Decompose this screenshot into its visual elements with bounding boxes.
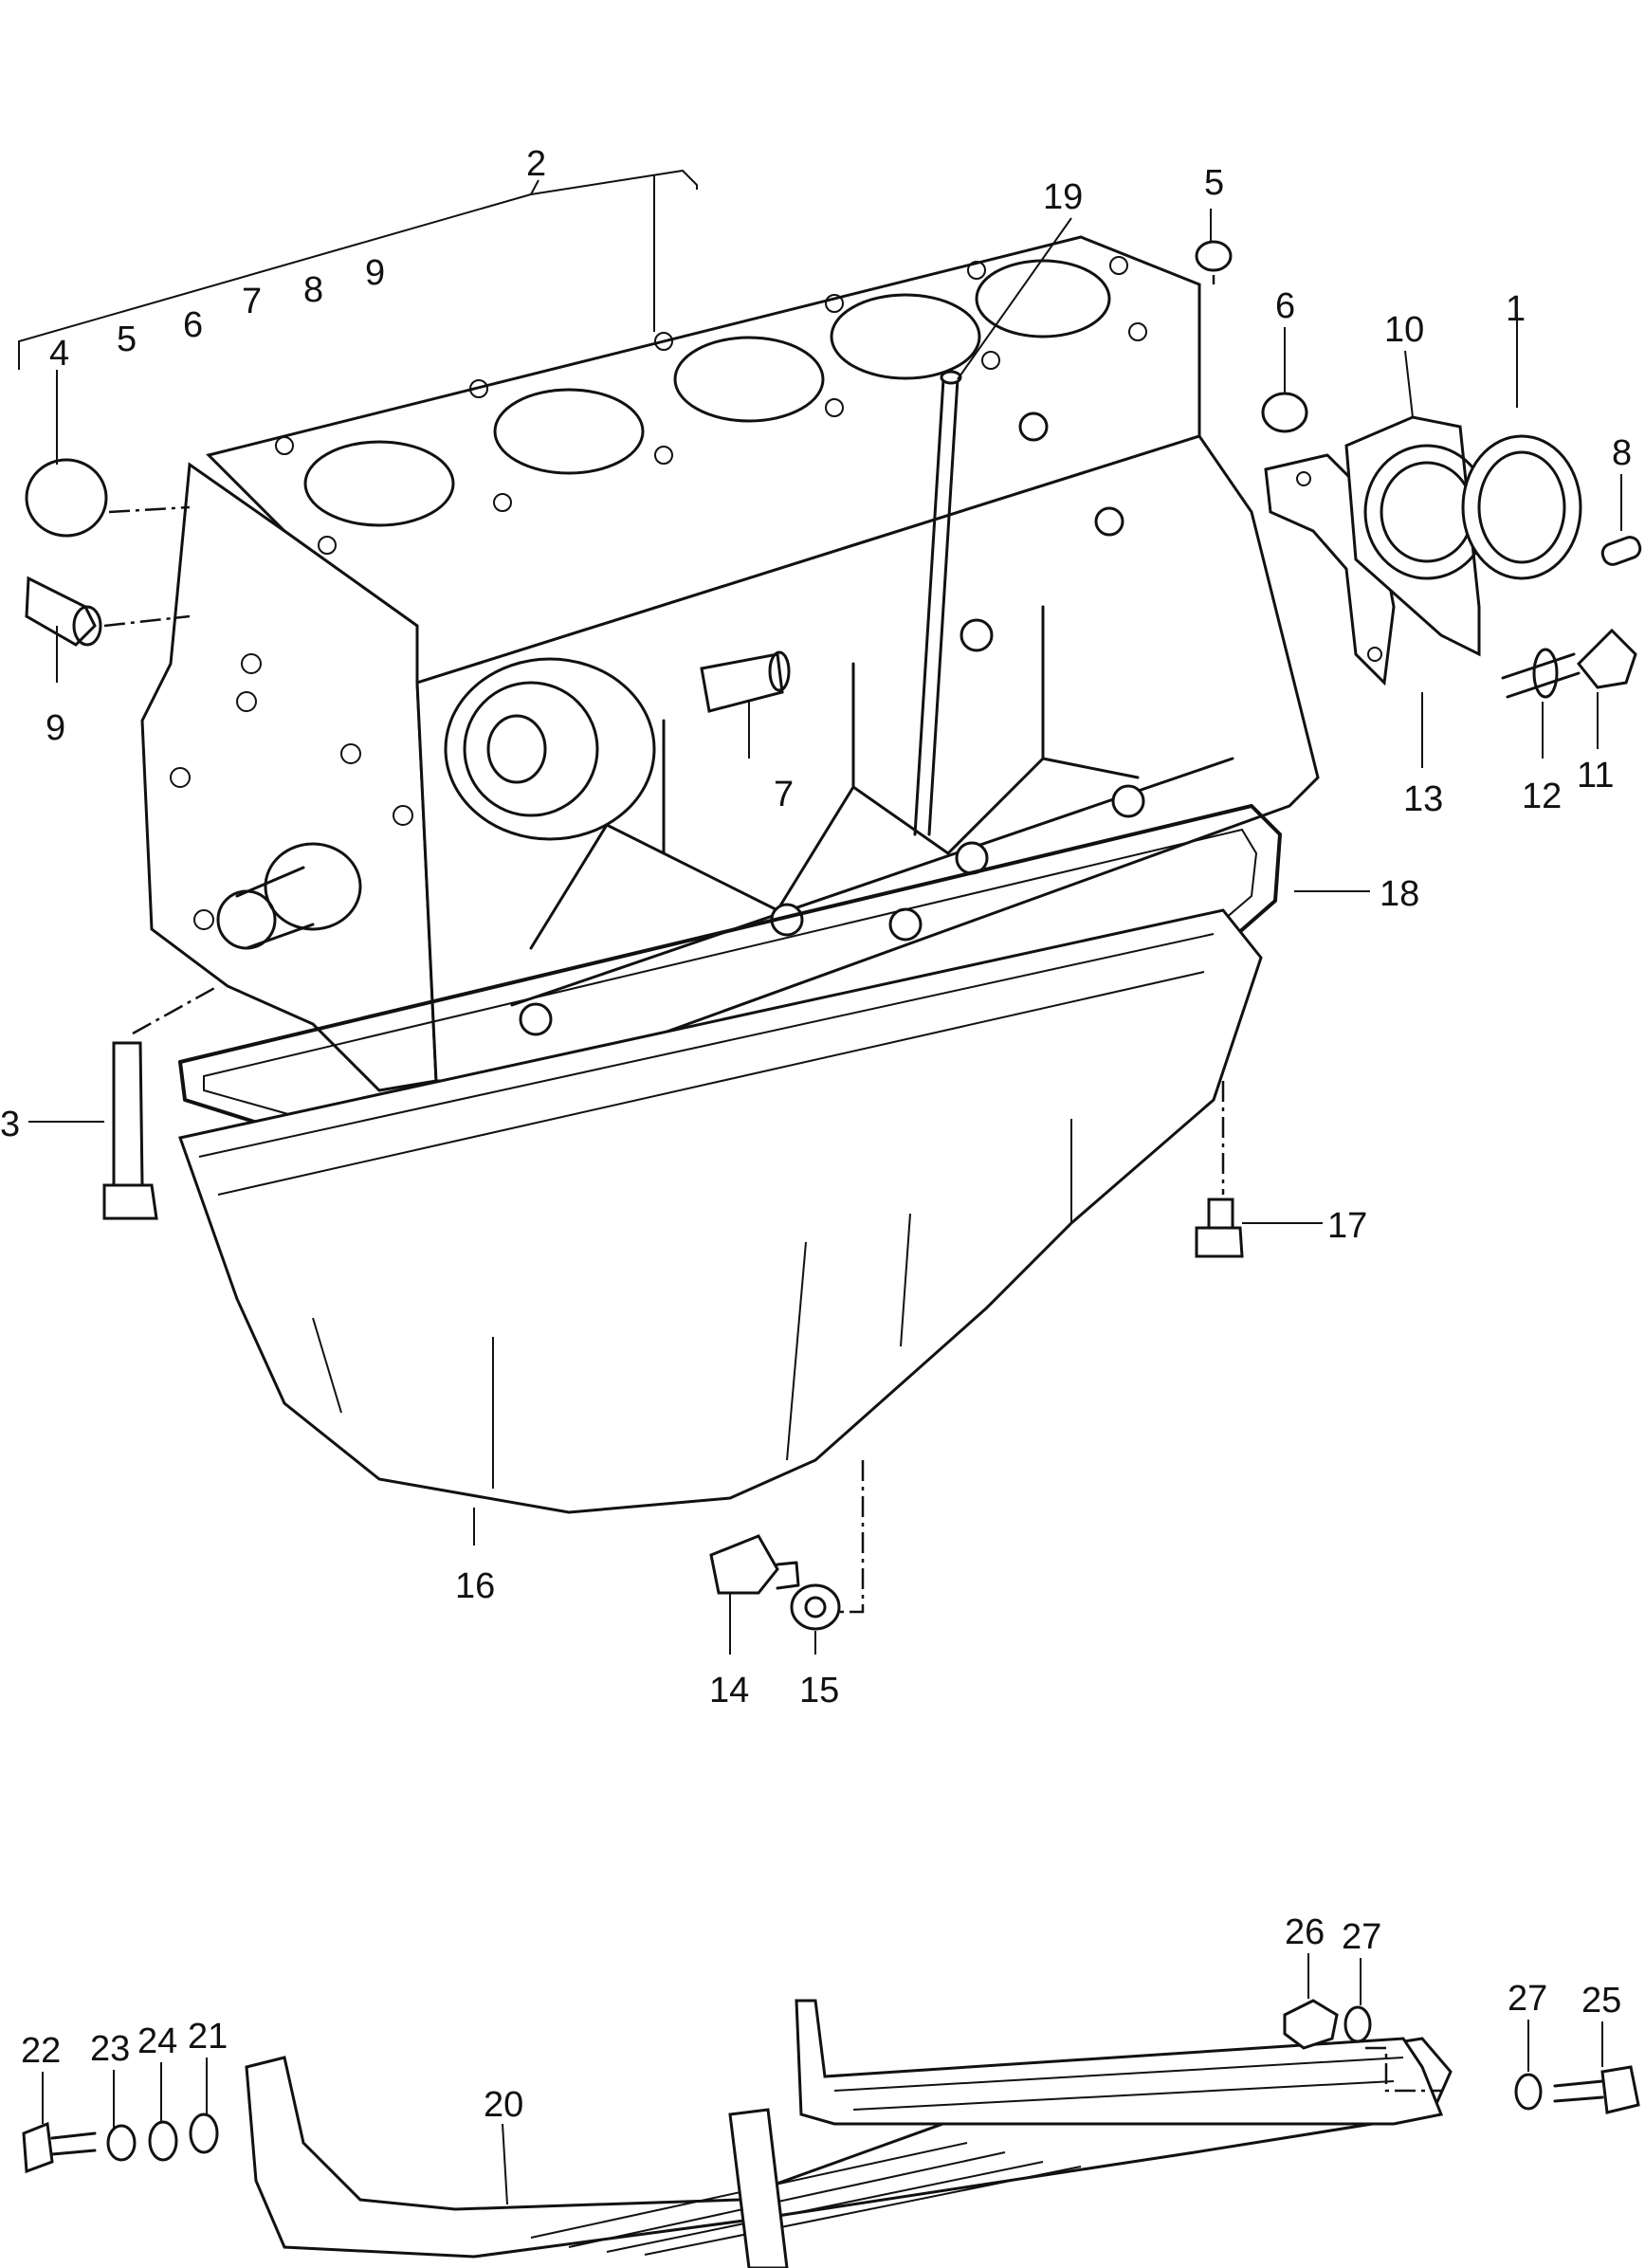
hex-nut xyxy=(1283,1999,1339,2050)
callout-5-group: 5 xyxy=(117,320,137,359)
skid-plate xyxy=(245,1999,1453,2268)
callout-22: 22 xyxy=(21,2031,61,2071)
drain-plug xyxy=(709,1534,800,1595)
callout-23: 23 xyxy=(90,2029,130,2069)
washer-left-b xyxy=(189,2113,219,2154)
deck-bolt-holes xyxy=(275,256,1147,555)
callout-26: 26 xyxy=(1285,1912,1325,1952)
callout-7-group: 7 xyxy=(242,282,262,321)
callout-20: 20 xyxy=(484,2085,523,2125)
drain-plug-seal xyxy=(790,1583,841,1631)
skid-plate-bolt-right xyxy=(1553,2065,1640,2114)
stud xyxy=(700,650,791,713)
cap-plug-medium xyxy=(1261,392,1308,433)
callout-15: 15 xyxy=(799,1671,839,1710)
callout-17: 17 xyxy=(1327,1206,1367,1246)
callout-6-group: 6 xyxy=(183,305,203,345)
callout-16: 16 xyxy=(455,1566,495,1606)
callout-11: 11 xyxy=(1577,756,1614,796)
callout-4: 4 xyxy=(49,334,69,374)
callout-19: 19 xyxy=(1043,177,1083,217)
callout-27-right: 27 xyxy=(1508,1979,1547,2019)
callout-9: 9 xyxy=(46,708,65,748)
sealing-plug xyxy=(25,458,108,538)
threaded-plug xyxy=(25,576,102,647)
callout-9-group: 9 xyxy=(365,253,385,293)
flange-bolt xyxy=(1501,628,1637,699)
spring-washer-left xyxy=(106,2124,137,2162)
callout-2: 2 xyxy=(526,144,546,184)
cylinder-block xyxy=(140,235,1320,1092)
washer-right-a xyxy=(1343,2005,1372,2043)
leader-lines xyxy=(18,169,1622,2205)
cap-plug-small xyxy=(1195,240,1233,272)
callout-8-group: 8 xyxy=(303,270,323,310)
callout-18: 18 xyxy=(1380,874,1419,914)
callout-12: 12 xyxy=(1522,777,1562,816)
cylinder-bores xyxy=(303,259,1111,527)
callout-7: 7 xyxy=(774,775,794,814)
callout-1: 1 xyxy=(1506,289,1526,329)
callout-10: 10 xyxy=(1384,310,1424,350)
oil-pan-bolt xyxy=(1195,1198,1244,1258)
callout-13: 13 xyxy=(1403,779,1443,819)
spring-washer xyxy=(1532,648,1559,699)
callout-25: 25 xyxy=(1581,1981,1621,2021)
skid-assembly-line xyxy=(1365,2046,1441,2093)
callout-8: 8 xyxy=(1612,433,1632,473)
washer-right-b xyxy=(1514,2073,1543,2111)
dowel-pin xyxy=(1600,536,1642,566)
assembly-lines xyxy=(103,275,1225,1614)
callout-5: 5 xyxy=(1204,163,1224,203)
oil-seal xyxy=(1461,434,1582,580)
skid-plate-bolt-left xyxy=(22,2121,97,2174)
callout-27-left: 27 xyxy=(1342,1917,1381,1957)
callout-21: 21 xyxy=(188,2017,228,2057)
washer-left-a xyxy=(148,2120,178,2162)
callout-14: 14 xyxy=(709,1671,749,1710)
callout-24: 24 xyxy=(137,2021,177,2061)
callout-3: 3 xyxy=(0,1105,20,1144)
callout-6: 6 xyxy=(1275,286,1295,326)
oil-pan xyxy=(178,908,1263,1514)
stud-bolt xyxy=(102,1041,158,1220)
callout-labels: 2 4 5 6 7 8 9 19 5 6 10 1 8 9 7 13 12 11… xyxy=(0,144,1632,2125)
